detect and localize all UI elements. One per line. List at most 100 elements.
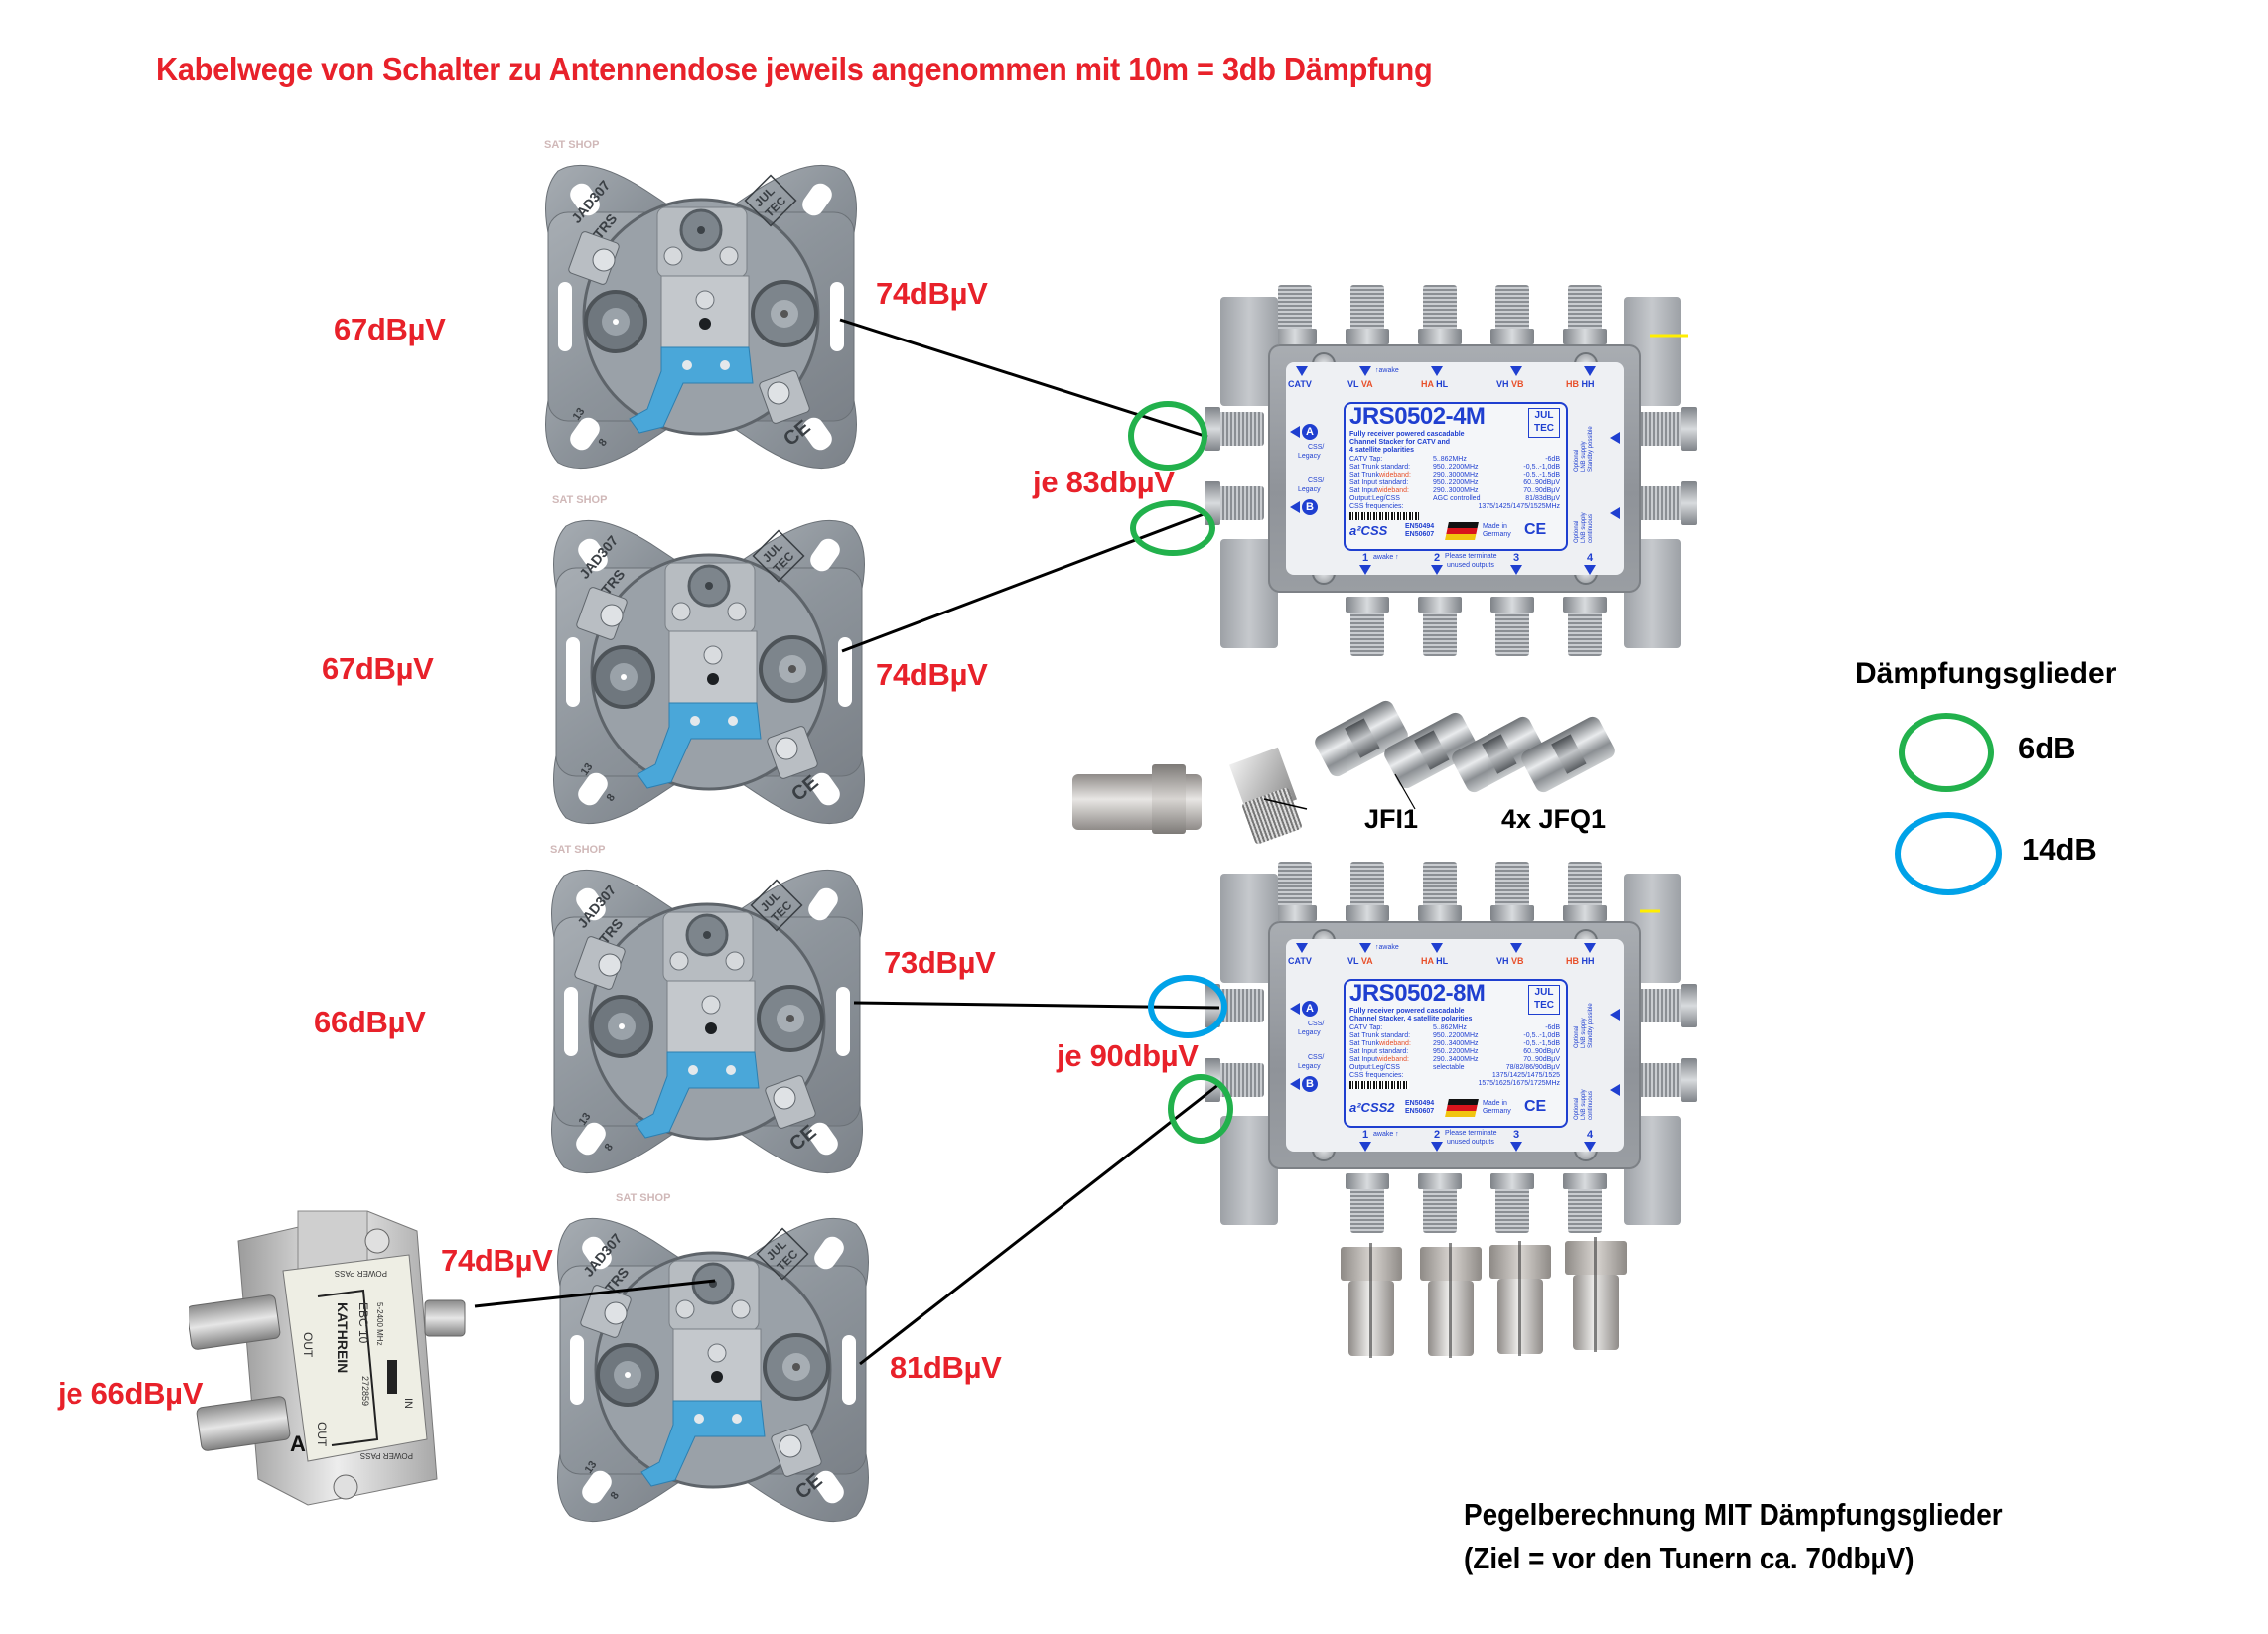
f-connector-port [1273,285,1317,344]
arrow-left-icon [1290,1078,1300,1090]
lnb-note-line: LNB supply [1581,1018,1587,1048]
css-label-b: CSS/ [1308,1054,1325,1061]
f-connector-port [1637,1058,1697,1102]
arrow-down-icon [1584,565,1596,575]
input-a-badge: A [1302,424,1318,440]
arrow-left-icon [1290,1003,1300,1015]
legend-swatch-14db [1895,812,2002,895]
splitter-frequency: 5-2400 MHz [375,1302,384,1346]
spec-key: CATV Tap: [1349,1024,1383,1031]
socket-dim-b: 8 [605,792,618,804]
port-name: HB [1566,379,1579,389]
spec-value: -0,5..-1,5dB [1523,1040,1560,1047]
f-connector-port [1490,597,1534,656]
brand-line: TEC [1534,1000,1554,1011]
spec-value: 1375/1425/1475/1525MHz [1478,503,1560,510]
watermark-socket-4: SAT SHOP [616,1192,671,1204]
socket-dim-a: 13 [583,1459,600,1476]
spec-key: Sat Input wideband: [1349,487,1409,494]
lnb-note-line: LNB supply [1581,441,1587,472]
switch2-input-level: je 90dbµV [1057,1038,1199,1073]
norm-2: EN50607 [1405,531,1435,538]
splitter-class-mark: A [290,1431,306,1456]
spec-key-wide: wideband: [1377,487,1409,494]
legacy-label-a: Legacy [1298,1029,1321,1036]
splitter-in-label: IN [402,1398,414,1409]
spec-row: CSS frequencies: 1375/1425/1475/1525MHz [1349,503,1560,511]
output-number-2: 2 [1434,1129,1441,1141]
norm-1: EN50494 [1405,523,1435,530]
top-port-label: HA HL [1421,956,1448,966]
arrow-left-icon [1610,432,1620,444]
top-port-label: VL VA [1347,956,1373,966]
wall-socket-4: JAD307 TRS JUL TEC 13 8 CE [542,1206,884,1534]
arrow-down-icon [1296,943,1308,953]
top-port-label: VH VB [1496,379,1524,389]
attenuator-6db-switch2-b [1168,1074,1233,1144]
spec-row: 1575/1625/1675/1725MHz [1349,1080,1560,1088]
port-name: VL [1347,379,1359,389]
port-name: HL [1433,379,1449,389]
subtitle-line: 4 satellite polarities [1349,447,1414,454]
spec-key: CSS frequencies: [1349,503,1404,510]
splitter-out-label-1: OUT [301,1332,315,1358]
lnb-note-line: Optional [1574,1097,1580,1120]
port-name: HL [1433,956,1449,966]
subtitle-line: Channel Stacker, 4 satellite polarities [1349,1016,1473,1022]
lnb-note-line: Optional [1574,520,1580,543]
spec-row: CATV Tap:5..862MHz-6dB [1349,1024,1560,1032]
arrow-down-icon [1431,1142,1443,1152]
port-name: VB [1508,379,1524,389]
arrow-down-icon [1584,943,1596,953]
spec-frequency: 950..2200MHz [1433,1048,1479,1055]
spec-value: 78/82/86/90dBµV [1505,1064,1560,1071]
socket-dim-b: 8 [597,437,610,449]
norm-2: EN50607 [1405,1108,1435,1115]
awake-label: ↑awake [1375,367,1399,374]
f-connector-port [1563,862,1607,921]
spec-key: Sat Trunk wideband: [1349,472,1411,478]
socket-drawing: JAD307 TRS JUL TEC 13 8 CE [557,1217,869,1523]
f-connector-port [1563,285,1607,344]
arrow-down-icon [1359,943,1371,953]
port-name: VH [1496,379,1509,389]
lnb-note-line: LNB supply [1581,1089,1587,1120]
f-connector-port [1563,597,1607,656]
wall-socket-1: JAD307 TRS JUL TEC 13 8 CE [530,153,872,480]
socket-drawing: JAD307 TRS JUL TEC 13 8 CE [553,519,865,825]
socket-dim-a: 13 [571,406,588,423]
splitter-model: EBC 10 [356,1302,370,1344]
output-number-2: 2 [1434,552,1441,564]
socket-dim-a: 13 [577,1111,594,1128]
socket-dim-b: 8 [609,1490,622,1502]
spec-row: Sat Trunk standard:950..2200MHz-0,5..-1,… [1349,1032,1560,1040]
f-connector-port [1490,862,1534,921]
f-connector-port [1205,407,1264,451]
spec-row: CSS frequencies:1375/1425/1475/1525 [1349,1072,1560,1080]
spec-key: Sat Trunk standard: [1349,1032,1411,1039]
input-b-badge: B [1302,499,1318,515]
arrow-left-icon [1610,1009,1620,1021]
top-port-label: HB HH [1566,956,1595,966]
lnb-note-line: Optional [1574,1025,1580,1048]
made-in-2: Germany [1483,531,1511,538]
legacy-label-b: Legacy [1298,1063,1321,1070]
ce-mark: CE [1524,521,1547,538]
terminator-3 [1489,1239,1551,1358]
top-port-label: HA HL [1421,379,1448,389]
switch-model-name: JRS0502-4M [1349,403,1486,430]
output-number-1: 1 [1362,1129,1369,1141]
top-port-label: VL VA [1347,379,1373,389]
arrow-down-icon [1510,565,1522,575]
socket2-input-level: 74dBµV [876,657,988,692]
f-connector-port [1637,984,1697,1027]
port-name: HA [1421,379,1434,389]
label-jfi1: JFI1 [1364,804,1419,834]
f-connector-port [1490,285,1534,344]
